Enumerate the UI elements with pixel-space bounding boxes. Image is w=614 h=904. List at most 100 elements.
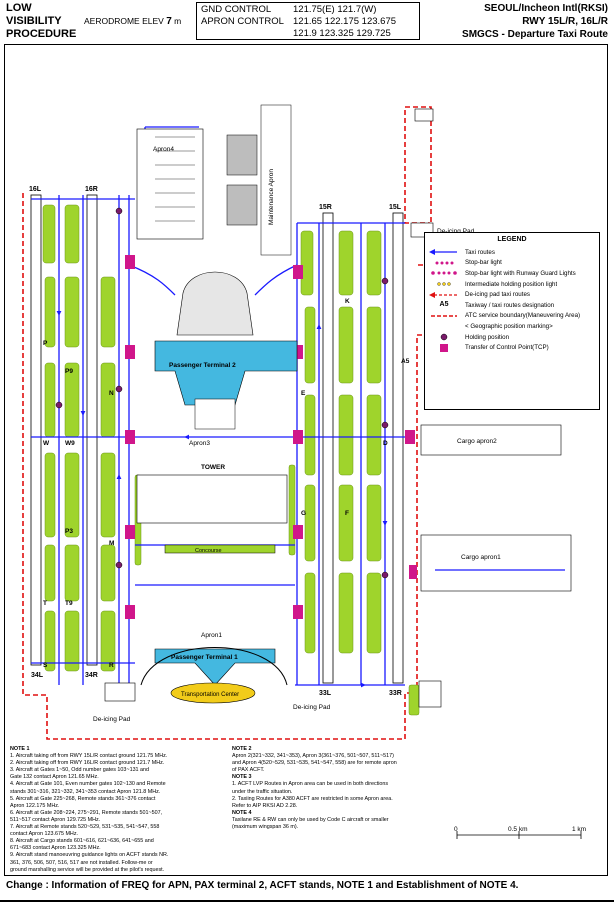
elev-value: 7	[166, 16, 172, 27]
central-apron-box	[136, 474, 288, 524]
concourse-building	[164, 544, 276, 554]
note-3-line: Refer to AIP RKSI AD 2.28.	[232, 802, 298, 809]
tcp-icon	[429, 343, 459, 352]
airport-identification: SEOUL/Incheon Intl(RKSI) RWY 15L/R, 16L/…	[462, 2, 608, 41]
legend-text: Taxiway / taxi routes designation	[465, 301, 555, 309]
geo-marking-spacer	[429, 322, 459, 330]
taxiway-label: F	[345, 510, 349, 517]
terminal-2-building	[154, 340, 298, 406]
legend-item: < Geographic position marking>	[429, 321, 595, 332]
tower-label: TOWER	[201, 464, 225, 471]
note-1-line: 671~683 contact Apron 123.325 MHz.	[10, 845, 101, 852]
note-1-line: 5. Aircraft at Gate 225~268, Remote stan…	[10, 795, 156, 802]
procedure-line-1: LOW	[6, 2, 32, 14]
legend-item: Intermediate holding position light	[429, 279, 595, 290]
runway-label: 16R	[85, 186, 98, 193]
aerodrome-map: 16L 16R 15R 15L 34L 34R 33R 33L W P T N …	[4, 44, 608, 876]
legend-text: Intermediate holding position light	[465, 280, 558, 288]
taxiway-label: K	[345, 298, 350, 305]
chart-name: SMGCS - Departure Taxi Route	[462, 29, 608, 40]
apron1-label: Apron1	[201, 632, 222, 639]
runway-label: 33L	[319, 690, 332, 697]
taxiway-label: T	[43, 600, 47, 607]
taxiway-label: P	[43, 340, 48, 347]
legend-item: Stop-bar light	[429, 258, 595, 269]
taxiway-label: P9	[65, 368, 73, 375]
freq-value: 121.9 123.325 129.725	[293, 28, 391, 39]
notes-2-4: NOTE 2 Apron 2(321~332, 341~353), Apron …	[232, 746, 452, 831]
deicing-label: De-icing Pad	[93, 716, 131, 723]
terminal1-label: Passenger Terminal 1	[171, 654, 238, 661]
note-1-line: 511~517 contact Apron 129.725 MHz.	[10, 816, 101, 823]
designation-symbol: A5	[439, 301, 449, 309]
procedure-line-2: VISIBILITY	[6, 15, 62, 27]
taxiway-label: S	[43, 662, 48, 669]
legend-item: Transfer of Control Point(TCP)	[429, 342, 595, 353]
stop-bar-icon	[429, 259, 459, 267]
footer-rule	[0, 900, 614, 902]
note-1-line: stands 301~316, 321~332, 341~353 contact…	[10, 788, 161, 795]
note-3-line: 2. Taxiing Routes for A380 ACFT are rest…	[232, 795, 393, 802]
cargo-apron-1	[420, 534, 572, 592]
taxiway-label: D	[383, 440, 388, 447]
note-4-line: (maximum wingspan 36 m).	[232, 824, 299, 831]
note-1-line: 361, 376, 506, 507, 516, 517 are not ins…	[10, 859, 153, 866]
legend-text: Transfer of Control Point(TCP)	[465, 344, 549, 352]
transport-label: Transportation Center	[181, 692, 239, 698]
cargo2-label: Cargo apron2	[457, 438, 497, 445]
stop-bar-guard-icon	[429, 269, 459, 277]
note-1-line: ground marshalling service will be provi…	[10, 866, 165, 873]
scale-bar	[456, 831, 582, 839]
grass-areas-west	[42, 204, 116, 672]
taxiway-label: W	[43, 440, 50, 447]
note-1-line: contact Apron 123.675 MHz.	[10, 831, 79, 838]
taxiway-label: G	[301, 510, 306, 517]
maintenance-label: Maintenance Apron	[268, 169, 275, 225]
freq-label: GND CONTROL	[201, 4, 272, 15]
maintenance-apron	[226, 104, 292, 256]
taxiway-label: N	[109, 390, 114, 397]
runway-label: 34R	[85, 672, 98, 679]
airport-name: SEOUL/Incheon Intl(RKSI)	[484, 3, 608, 14]
scale-label-mid: 0.5 km	[508, 826, 528, 833]
freq-row-gnd: GND CONTROL 121.75(E) 121.7(W)	[201, 4, 415, 16]
legend-title: LEGEND	[497, 236, 527, 243]
legend-item: A5 Taxiway / taxi routes designation	[429, 300, 595, 311]
runway-15R-33L	[322, 212, 334, 684]
note-2-title: NOTE 2	[232, 746, 252, 752]
freq-value: 121.65 122.175 123.675	[293, 16, 397, 27]
runway-label: 33R	[389, 690, 402, 697]
stop-bar-lights	[125, 255, 417, 619]
runway-16L-34R	[30, 194, 42, 666]
holding-position-icon	[429, 333, 459, 341]
note-4-line: Taxilane RE & RW can only be used by Cod…	[232, 816, 389, 823]
freq-label	[201, 28, 293, 40]
cargo-apron-2	[420, 424, 562, 456]
legend-item: Taxi routes	[429, 247, 595, 258]
freq-row-apron: APRON CONTROL 121.65 122.175 123.675	[201, 16, 415, 28]
elev-unit: m	[174, 16, 182, 26]
note-1-line: 3. Aircraft at Gates 1~50, Odd number ga…	[10, 767, 150, 774]
note-1-line: 8. Aircraft at Cargo stands 601~616, 621…	[10, 838, 154, 845]
terminal2-label: Passenger Terminal 2	[169, 362, 236, 369]
freq-value: 121.75(E) 121.7(W)	[293, 4, 377, 15]
deicing-label: De-icing Pad	[437, 228, 475, 235]
deicing-pad-sw	[104, 682, 136, 702]
note-1-line: 9. Aircraft stand manoeuvring guidance l…	[10, 852, 169, 859]
legend-text: ATC service boundary(Maneuvering Area)	[465, 312, 581, 320]
taxiway-label: P3	[65, 528, 73, 535]
terminal-1-arc	[140, 647, 288, 686]
note-1: NOTE 1 1. Aircraft taking off from RWY 1…	[10, 746, 230, 874]
runway-16R-34L	[86, 194, 98, 666]
elev-label: AERODROME ELEV	[84, 16, 164, 26]
legend-item: Holding position	[429, 332, 595, 343]
taxiway-label: T9	[65, 600, 73, 607]
note-4-title: NOTE 4	[232, 809, 252, 816]
taxiway-label: E	[301, 390, 306, 397]
legend-text: < Geographic position marking>	[465, 322, 553, 330]
legend-item: ATC service boundary(Maneuvering Area)	[429, 311, 595, 322]
terminal-2-forecourt	[176, 271, 254, 336]
legend-text: Stop-bar light	[465, 259, 502, 267]
taxiway-labels: W P T N M E K G F D S R P9 P3 W9 T9 A5	[43, 298, 410, 669]
procedure-title: LOW VISIBILITY PROCEDURE	[6, 2, 76, 41]
